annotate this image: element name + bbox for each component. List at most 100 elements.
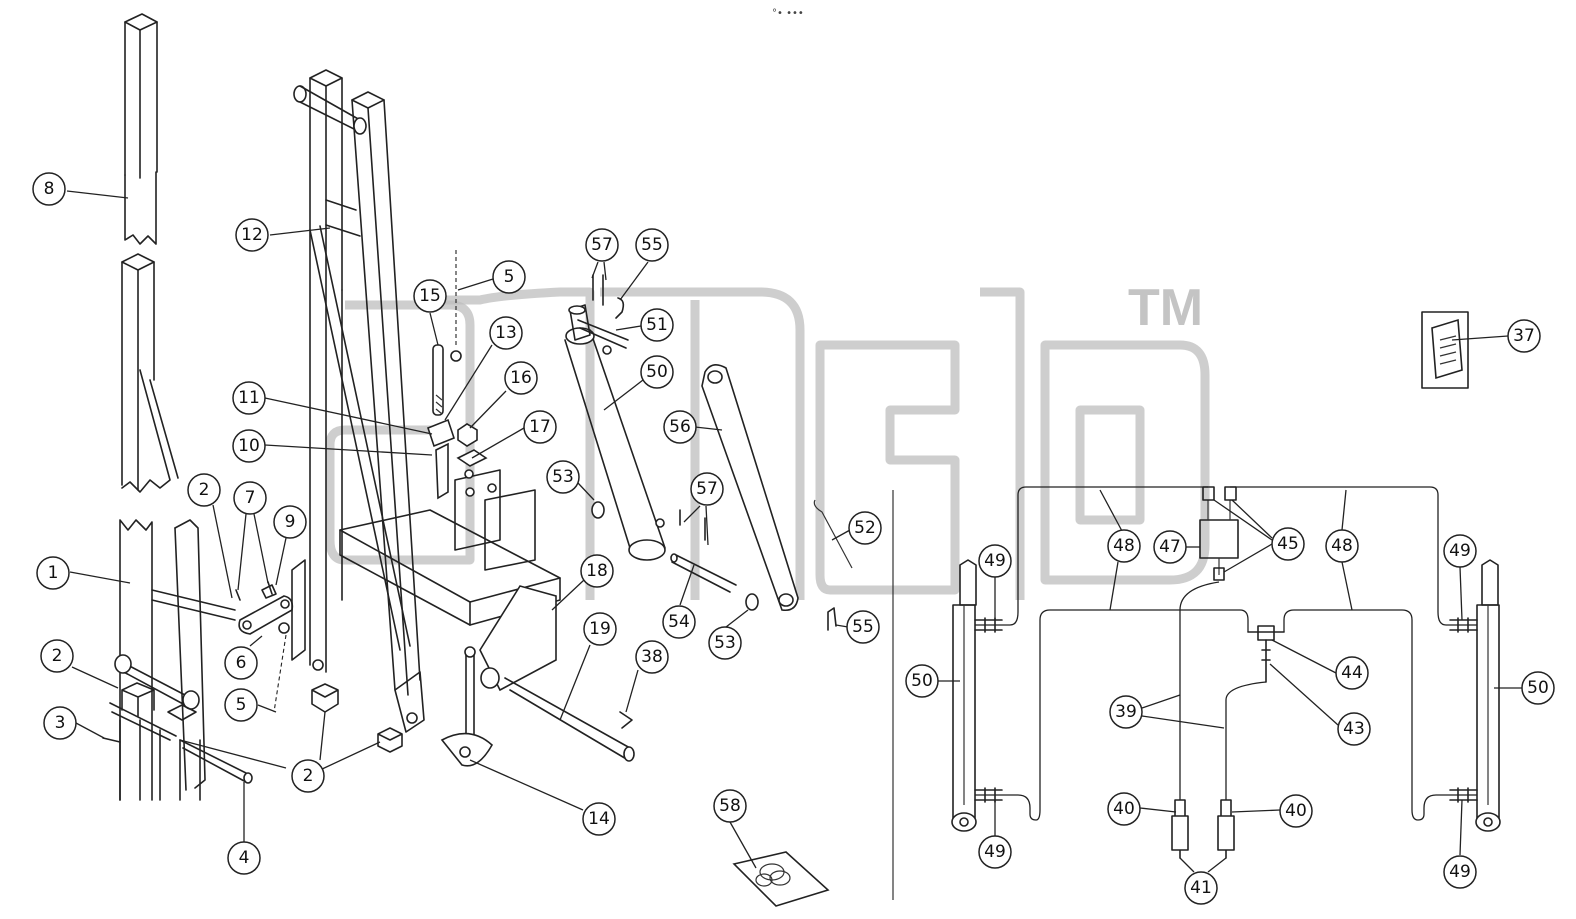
svg-text:19: 19	[589, 619, 611, 639]
svg-text:14: 14	[588, 809, 610, 829]
link-plate	[235, 581, 294, 713]
callout-13: 13	[489, 316, 523, 350]
svg-text:49: 49	[1449, 541, 1471, 561]
callout-50: 50	[640, 355, 674, 389]
callout-14: 14	[582, 802, 616, 836]
svg-text:58: 58	[719, 796, 741, 816]
frame-upright	[291, 69, 425, 753]
callout-8: 8	[32, 172, 66, 206]
svg-text:11: 11	[238, 388, 260, 408]
svg-text:17: 17	[529, 417, 551, 437]
callout-4: 4	[227, 841, 261, 875]
callout-47: 47	[1153, 530, 1187, 564]
svg-text:48: 48	[1113, 536, 1135, 556]
svg-text:55: 55	[641, 235, 663, 255]
callout-11: 11	[232, 381, 266, 415]
callout-52: 52	[848, 511, 882, 545]
svg-text:48: 48	[1331, 536, 1353, 556]
svg-text:49: 49	[984, 842, 1006, 862]
callout-1: 1	[36, 556, 70, 590]
callout-37: 37	[1507, 319, 1541, 353]
callout-57: 57	[690, 472, 724, 506]
callout-40: 40	[1107, 792, 1141, 826]
callout-16: 16	[504, 361, 538, 395]
svg-text:12: 12	[241, 225, 263, 245]
callout-17: 17	[523, 410, 557, 444]
svg-text:2: 2	[303, 766, 314, 786]
callout-49: 49	[978, 544, 1012, 578]
svg-text:51: 51	[646, 315, 668, 335]
svg-text:41: 41	[1190, 878, 1212, 898]
callout-49: 49	[1443, 534, 1477, 568]
callout-6: 6	[224, 646, 258, 680]
svg-text:2: 2	[199, 480, 210, 500]
svg-text:55: 55	[852, 617, 874, 637]
svg-text:6: 6	[236, 653, 247, 673]
callout-54: 54	[662, 605, 696, 639]
callout-5: 5	[492, 260, 526, 294]
svg-text:2: 2	[52, 646, 63, 666]
svg-text:53: 53	[714, 633, 736, 653]
callout-19: 19	[583, 612, 617, 646]
header-mark: °• •••	[772, 8, 804, 19]
svg-text:15: 15	[419, 286, 441, 306]
callout-49: 49	[978, 835, 1012, 869]
callout-2: 2	[187, 473, 221, 507]
callout-51: 51	[640, 308, 674, 342]
callout-55: 55	[846, 610, 880, 644]
svg-text:1: 1	[48, 563, 59, 583]
callout-12: 12	[235, 218, 269, 252]
callout-3: 3	[43, 706, 77, 740]
svg-text:44: 44	[1341, 663, 1363, 683]
gusset-and-pins	[440, 585, 635, 767]
callout-58: 58	[713, 789, 747, 823]
callout-38: 38	[635, 640, 669, 674]
svg-text:40: 40	[1285, 801, 1307, 821]
callout-2: 2	[291, 759, 325, 793]
svg-text:13: 13	[495, 323, 517, 343]
callout-50: 50	[905, 664, 939, 698]
link-arm	[591, 364, 799, 612]
callout-49: 49	[1443, 855, 1477, 889]
callout-15: 15	[413, 279, 447, 313]
base-plate	[339, 469, 561, 626]
callout-7: 7	[233, 481, 267, 515]
lift-arm	[564, 274, 666, 561]
svg-text:38: 38	[641, 647, 663, 667]
callout-18: 18	[580, 554, 614, 588]
svg-text:10: 10	[238, 436, 260, 456]
svg-text:7: 7	[245, 488, 256, 508]
callout-43: 43	[1337, 712, 1371, 746]
svg-text:45: 45	[1277, 534, 1299, 554]
svg-text:8: 8	[44, 179, 55, 199]
callout-57: 57	[585, 228, 619, 262]
callout-48: 48	[1107, 529, 1141, 563]
callout-48: 48	[1325, 529, 1359, 563]
parts-bag	[732, 851, 830, 907]
svg-text:37: 37	[1513, 326, 1535, 346]
callout-9: 9	[273, 505, 307, 539]
trademark-mark: TM	[1128, 279, 1203, 337]
svg-text:57: 57	[591, 235, 613, 255]
svg-text:56: 56	[669, 417, 691, 437]
callout-50: 50	[1521, 671, 1555, 705]
callout-53: 53	[546, 460, 580, 494]
svg-text:54: 54	[668, 612, 690, 632]
callout-2: 2	[40, 639, 74, 673]
svg-text:40: 40	[1113, 799, 1135, 819]
leader-lines	[66, 190, 1522, 873]
callout-40: 40	[1279, 794, 1313, 828]
svg-text:39: 39	[1115, 702, 1137, 722]
callout-55: 55	[635, 228, 669, 262]
watermark-logo: TM	[325, 279, 1210, 600]
svg-text:52: 52	[854, 518, 876, 538]
svg-text:5: 5	[236, 695, 247, 715]
svg-text:4: 4	[239, 848, 250, 868]
callout-53: 53	[708, 626, 742, 660]
svg-text:49: 49	[984, 551, 1006, 571]
callout-45: 45	[1271, 527, 1305, 561]
callout-10: 10	[232, 429, 266, 463]
svg-text:18: 18	[586, 561, 608, 581]
svg-text:57: 57	[696, 479, 718, 499]
